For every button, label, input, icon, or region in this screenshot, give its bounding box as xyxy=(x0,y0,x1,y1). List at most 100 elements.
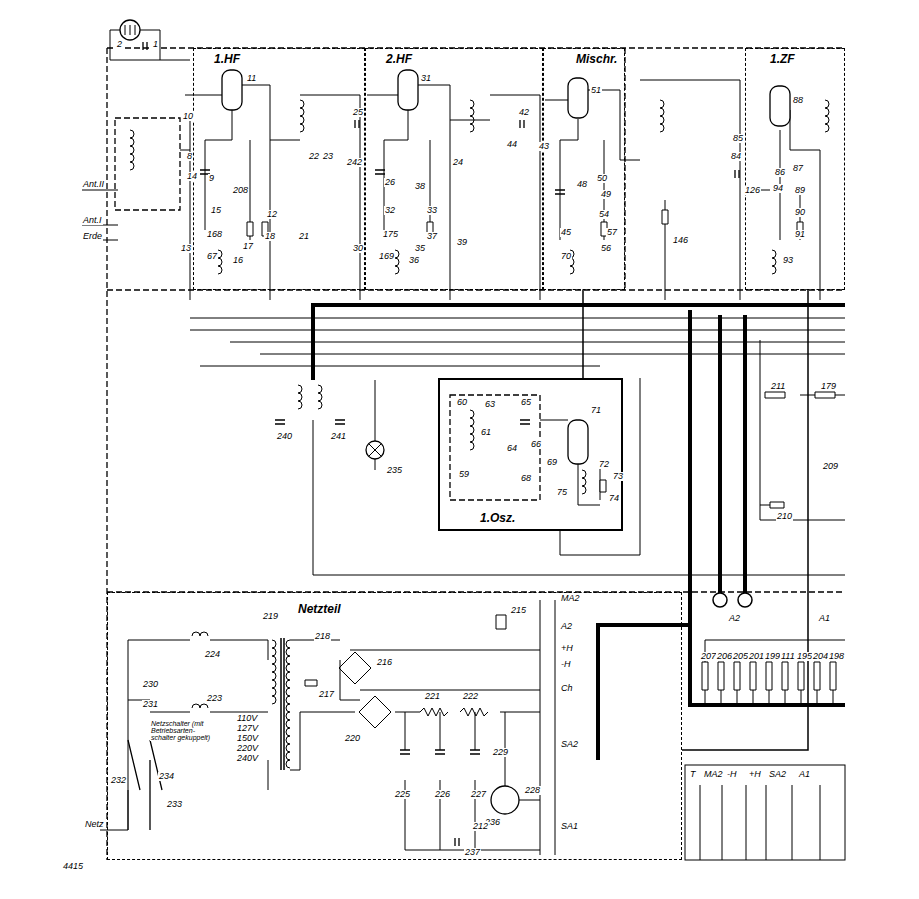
callout-label: 242 xyxy=(346,158,363,167)
callout-label: 168 xyxy=(206,230,223,239)
callout-label: 126 xyxy=(744,186,761,195)
callout-label: 11 xyxy=(246,74,257,83)
callout-label: A1 xyxy=(798,770,811,779)
tube-symbol xyxy=(568,420,588,464)
callout-label: 25 xyxy=(352,108,364,117)
callout-label: 88 xyxy=(792,96,804,105)
callout-label: 240 xyxy=(276,432,293,441)
callout-label: 59 xyxy=(458,470,470,479)
callout-label: 68 xyxy=(520,474,532,483)
glow-lamp xyxy=(120,20,140,40)
callout-label: 127V xyxy=(236,724,259,733)
terminal-board xyxy=(685,765,845,860)
connector-wire xyxy=(582,290,584,378)
callout-label: 199 xyxy=(764,652,781,661)
callout-label: 26 xyxy=(384,178,396,187)
callout-label: 232 xyxy=(110,776,127,785)
callout-label: 48 xyxy=(576,180,588,189)
callout-label: 43 xyxy=(538,142,550,151)
callout-label: 241 xyxy=(330,432,347,441)
callout-label: 64 xyxy=(506,444,518,453)
callout-label: 70 xyxy=(560,252,572,261)
callout-label: 36 xyxy=(408,256,420,265)
callout-label: 21 xyxy=(298,232,310,241)
callout-label: -H xyxy=(560,660,572,669)
circuit-section: 1.HF xyxy=(193,48,365,290)
callout-label: 94 xyxy=(772,184,784,193)
callout-label: 231 xyxy=(142,700,159,709)
resistor-symbols xyxy=(247,210,836,800)
callout-label: 2 xyxy=(116,40,123,49)
callout-label: 61 xyxy=(480,428,492,437)
callout-label: -H xyxy=(726,770,738,779)
tube-symbol xyxy=(568,78,588,118)
callout-label: 87 xyxy=(792,164,804,173)
callout-label: 223 xyxy=(206,694,223,703)
callout-label: 22 xyxy=(308,152,320,161)
callout-label: 220V xyxy=(236,744,259,753)
section-heading: 1.ZF xyxy=(768,53,797,66)
callout-label: 37 xyxy=(426,232,438,241)
callout-label: 60 xyxy=(456,398,468,407)
callout-label: 67 xyxy=(206,252,218,261)
callout-label: 86 xyxy=(774,168,786,177)
section-heading: Mischr. xyxy=(574,53,619,66)
callout-label: Netzschalter (mit Betriebsarten- schalte… xyxy=(150,720,222,741)
callout-label: 1 xyxy=(152,40,159,49)
callout-label: Ant.I xyxy=(82,216,103,225)
callout-label: 179 xyxy=(820,382,837,391)
callout-label: 206 xyxy=(716,652,733,661)
callout-label: 93 xyxy=(782,256,794,265)
callout-label: 110V xyxy=(236,714,258,723)
callout-label: 215 xyxy=(510,606,527,615)
callout-label: 66 xyxy=(530,440,542,449)
callout-label: 209 xyxy=(822,462,839,471)
callout-label: MA2 xyxy=(560,594,581,603)
wires xyxy=(82,30,845,855)
callout-label: 175 xyxy=(382,230,399,239)
callout-label: 73 xyxy=(612,472,624,481)
glow-lamp-mark xyxy=(125,25,135,35)
callout-label: 69 xyxy=(546,458,558,467)
tube-symbol xyxy=(770,86,790,126)
callout-label: 89 xyxy=(794,186,806,195)
callout-label: 201 xyxy=(748,652,765,661)
section-heading: 2.HF xyxy=(384,53,414,66)
callout-label: 240V xyxy=(236,754,259,763)
callout-label: 195 xyxy=(796,652,813,661)
callout-label: 14 xyxy=(186,172,198,181)
callout-label: A1 xyxy=(818,614,831,623)
callout-label: 169 xyxy=(378,252,395,261)
tube-symbol xyxy=(398,70,418,110)
circuit-section: Mischr. xyxy=(543,48,625,290)
callout-label: A2 xyxy=(560,622,573,631)
callout-label: 222 xyxy=(462,692,479,701)
rectifier-tube xyxy=(491,786,519,814)
callout-label: 31 xyxy=(420,74,432,83)
callout-label: 221 xyxy=(424,692,441,701)
callout-label: T xyxy=(689,770,697,779)
callout-label: 54 xyxy=(598,210,610,219)
core-lines xyxy=(281,638,284,770)
callout-label: Netz xyxy=(84,820,105,829)
callout-label: 71 xyxy=(590,406,602,415)
plug xyxy=(713,593,727,607)
callout-label: 218 xyxy=(314,632,331,641)
callout-label: 224 xyxy=(204,650,221,659)
callout-label: 4415 xyxy=(62,862,84,871)
callout-label: 51 xyxy=(590,86,602,95)
callout-label: 230 xyxy=(142,680,159,689)
callout-label: 38 xyxy=(414,182,426,191)
callout-label: 72 xyxy=(598,460,610,469)
callout-label: 65 xyxy=(520,398,532,407)
callout-label: 146 xyxy=(672,236,689,245)
callout-label: Erde xyxy=(82,232,103,241)
capacitor-symbols xyxy=(143,42,739,846)
dashed-frame xyxy=(107,48,845,860)
callout-label: 13 xyxy=(180,244,192,253)
section-heading: 1.Osz. xyxy=(478,512,517,525)
callout-label: 226 xyxy=(434,790,451,799)
callout-label: 111 xyxy=(780,652,796,661)
